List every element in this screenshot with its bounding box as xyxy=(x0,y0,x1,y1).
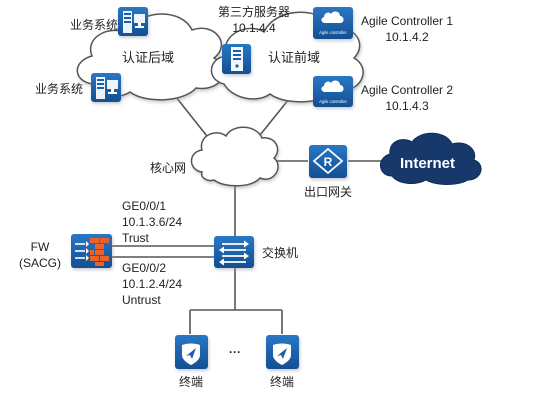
firewall-label: FW xyxy=(30,240,50,254)
router-icon: R xyxy=(309,145,347,178)
agile-controller-2-logo-text: Agile controller xyxy=(319,99,347,104)
post-auth-domain-label: 认证后域 xyxy=(122,50,175,65)
core-network-label: 核心网 xyxy=(150,161,187,175)
agile-controller-1-ip: 10.1.4.2 xyxy=(385,30,429,44)
trust-zone-label: Trust xyxy=(122,231,149,245)
agile-controller-1-icon: Agile controller xyxy=(313,7,353,39)
agile-controller-2-icon: Agile controller xyxy=(313,76,353,107)
core-network-cloud xyxy=(190,126,279,187)
internet-cloud xyxy=(380,132,482,185)
third-party-server-label: 第三方服务器 xyxy=(217,5,290,19)
untrust-zone-label: Untrust xyxy=(122,293,161,307)
terminal-1-label: 终端 xyxy=(178,375,203,389)
third-party-server-ip: 10.1.4.4 xyxy=(232,21,276,35)
untrust-port-label: GE0/0/2 xyxy=(122,261,167,275)
agile-controller-2-ip: 10.1.4.3 xyxy=(385,99,429,113)
agile-controller-1-logo-text: Agile controller xyxy=(319,30,347,35)
trust-port-label: GE0/0/1 xyxy=(122,199,167,213)
pre-auth-domain-label: 认证前域 xyxy=(268,50,321,65)
business-system-1-server-icon xyxy=(118,7,148,36)
terminal-ellipsis: ··· xyxy=(229,345,241,359)
terminal-1-icon xyxy=(175,335,208,369)
untrust-ip-label: 10.1.2.4/24 xyxy=(122,277,183,291)
internet-label: Internet xyxy=(400,155,456,172)
egress-gateway-label: 出口网关 xyxy=(303,185,352,199)
business-system-1-label: 业务系统 xyxy=(70,18,119,32)
business-system-2-server-icon xyxy=(91,73,121,102)
terminal-2-label: 终端 xyxy=(269,375,294,389)
agile-controller-1-label: Agile Controller 1 xyxy=(360,14,454,28)
trust-ip-label: 10.1.3.6/24 xyxy=(122,215,183,229)
terminal-2-icon xyxy=(266,335,299,369)
svg-text:R: R xyxy=(324,155,333,169)
business-system-2-label: 业务系统 xyxy=(35,82,84,96)
firewall-sub-label: (SACG) xyxy=(19,256,61,270)
switch-label: 交换机 xyxy=(262,246,299,260)
switch-icon xyxy=(214,236,254,268)
agile-controller-2-label: Agile Controller 2 xyxy=(360,83,454,97)
firewall-icon xyxy=(71,234,112,268)
third-party-server-icon xyxy=(222,44,251,74)
